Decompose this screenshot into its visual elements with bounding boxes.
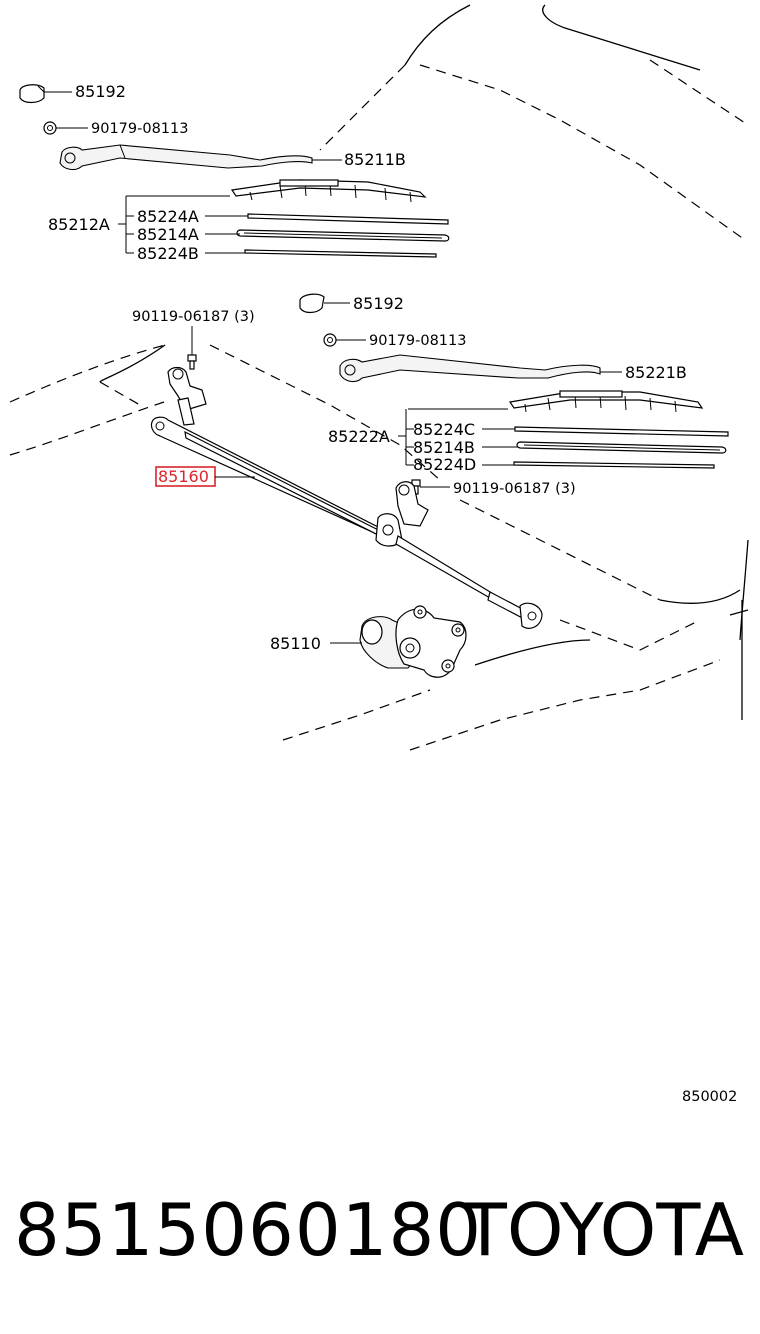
right-wiper-blade[interactable]	[516, 441, 727, 454]
wiper-link-assembly[interactable]	[150, 366, 543, 629]
footer: 8515060180 TOYOTA	[0, 1180, 760, 1290]
footer-brand: TOYOTA	[462, 1188, 744, 1272]
left-insert-b[interactable]	[244, 249, 437, 258]
label-insert-right-d: 85224D	[413, 455, 476, 474]
right-insert-c[interactable]	[514, 426, 729, 437]
left-bolt[interactable]	[187, 354, 197, 370]
label-insert-left-b: 85224B	[137, 244, 199, 263]
label-cap-right: 85192	[353, 294, 404, 313]
left-nut[interactable]	[43, 121, 57, 135]
right-insert-d[interactable]	[513, 461, 715, 469]
label-link-assy[interactable]: 85160	[158, 467, 209, 486]
label-insert-right-c: 85224C	[413, 420, 475, 439]
left-cap[interactable]	[19, 84, 45, 104]
label-blade-right: 85214B	[413, 438, 475, 457]
label-nut-right: 90179-08113	[369, 333, 467, 349]
right-wiper-blade-frame[interactable]	[508, 390, 704, 413]
label-blade-left: 85214A	[137, 225, 199, 244]
label-bolt-left: 90119-06187 (3)	[132, 309, 255, 325]
label-motor: 85110	[270, 634, 321, 653]
label-arm-left: 85211B	[344, 150, 406, 169]
vehicle-outline	[9, 4, 749, 751]
right-wiper-arm[interactable]	[339, 354, 601, 383]
right-cap[interactable]	[299, 293, 325, 314]
parts-diagram: 85192 90179-08113 85211B 85212A 85224A 8…	[9, 4, 749, 1105]
label-bolt-right: 90119-06187 (3)	[453, 481, 576, 497]
label-nut-left: 90179-08113	[91, 121, 189, 137]
left-wiper-arm[interactable]	[59, 144, 313, 171]
label-arm-right: 85221B	[625, 363, 687, 382]
wiper-motor[interactable]	[359, 605, 467, 678]
left-wiper-blade[interactable]	[236, 229, 450, 242]
label-insert-left-a: 85224A	[137, 207, 199, 226]
footer-part-number: 8515060180	[14, 1188, 483, 1272]
left-insert-a[interactable]	[247, 213, 449, 225]
right-nut[interactable]	[323, 333, 337, 347]
label-blade-assy-left: 85212A	[48, 215, 110, 234]
label-cap-left: 85192	[75, 82, 126, 101]
left-wiper-blade-frame[interactable]	[230, 179, 427, 203]
figure-code: 850002	[682, 1089, 737, 1105]
label-blade-assy-right: 85222A	[328, 427, 390, 446]
